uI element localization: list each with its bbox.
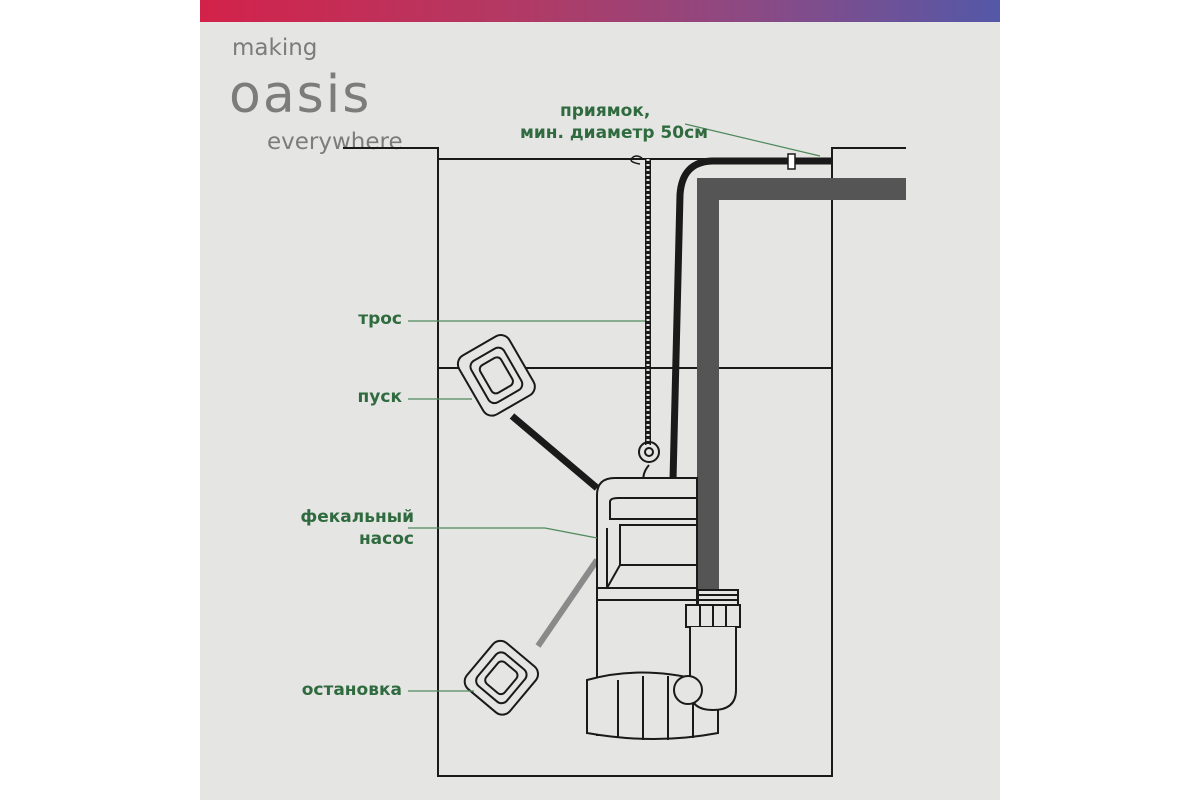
rope-ring <box>638 441 660 463</box>
logo-oasis: oasis <box>229 65 372 125</box>
stop-float-label: остановка <box>301 680 402 700</box>
start-float-label: пуск <box>357 387 402 407</box>
pump-label: фекальный насос <box>300 506 414 550</box>
logo-making: making <box>232 35 318 61</box>
gradient-bar <box>200 0 1000 22</box>
stop-float-cable <box>535 558 600 648</box>
stop-float <box>463 639 540 716</box>
pit-walls <box>343 147 906 777</box>
pump-label-line2: насос <box>358 529 414 549</box>
rope <box>630 155 660 491</box>
pit-label: приямок, мин. диаметр 50см <box>520 100 708 144</box>
pit-label-line1: приямок, <box>560 101 651 121</box>
discharge-pipe <box>697 178 906 606</box>
pit-label-line2: мин. диаметр 50см <box>520 123 709 143</box>
pump-leader <box>408 527 598 539</box>
pit-leader <box>684 123 821 157</box>
logo-everywhere: everywhere <box>267 129 403 155</box>
rope-label: трос <box>358 309 402 329</box>
pipe-thread <box>697 589 739 606</box>
power-cable <box>669 157 832 481</box>
cable-clamp <box>787 153 796 170</box>
start-float-cable <box>509 413 600 491</box>
start-float <box>456 334 536 417</box>
pump-label-line1: фекальный <box>300 507 414 527</box>
fecal-pump <box>586 477 741 740</box>
